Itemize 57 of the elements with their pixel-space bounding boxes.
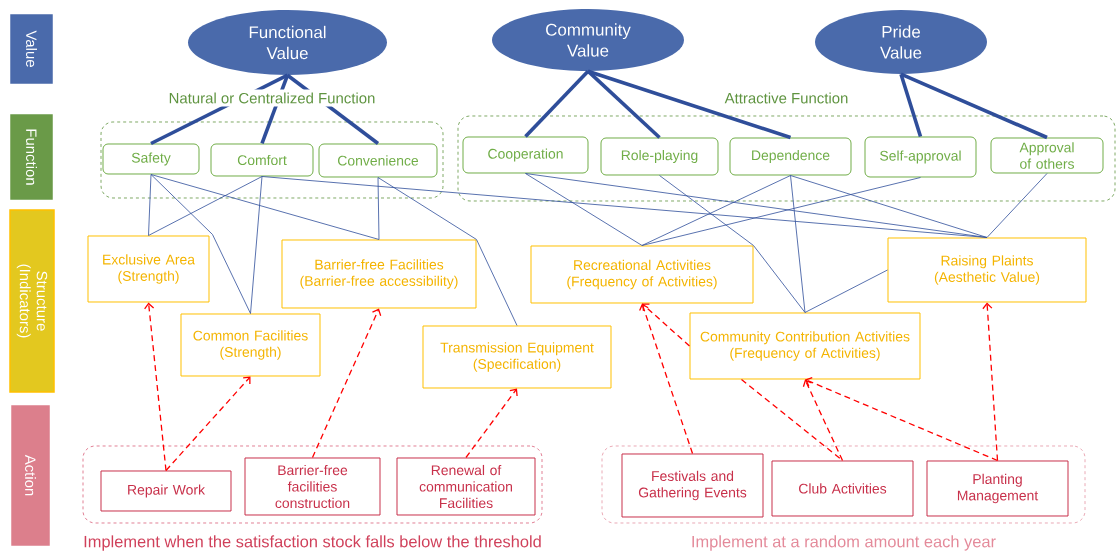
dashed-arrow bbox=[144, 302, 167, 472]
connector-line bbox=[150, 174, 251, 314]
dashed-arrow bbox=[165, 376, 251, 472]
connector-line bbox=[150, 174, 380, 240]
indicator-box: Recreational Activities (Frequency of Activities) bbox=[530, 245, 754, 304]
function-box: Convenience bbox=[318, 143, 438, 178]
dashed-arrow bbox=[311, 308, 382, 459]
action-box: Barrier-free facilities construction bbox=[244, 457, 381, 516]
indicator-box: Barrier-free Facilities (Barrier-free accessibility) bbox=[281, 239, 477, 309]
row-label: Action bbox=[11, 405, 50, 546]
function-box: Cooperation bbox=[462, 136, 589, 174]
connector-line bbox=[790, 175, 988, 238]
indicator-box: Raising Plaints (Aesthetic Value) bbox=[887, 237, 1087, 303]
dashed-arrow bbox=[805, 377, 999, 462]
function-box: Role-playing bbox=[600, 137, 719, 176]
function-box: Approval of others bbox=[990, 137, 1104, 174]
indicator-box: Exclusive Area (Strength) bbox=[87, 235, 210, 303]
connector-line bbox=[524, 69, 590, 138]
note-text: Implement when the satisfaction stock falls below the threshold bbox=[84, 535, 541, 551]
function-box: Comfort bbox=[210, 143, 314, 177]
action-box: Renewal of communication Facilities bbox=[396, 457, 536, 516]
dashed-arrow bbox=[465, 388, 518, 459]
note-text: Implement at a random amount each year bbox=[692, 535, 996, 551]
action-box: Club Activities bbox=[771, 460, 914, 517]
dashed-arrow bbox=[982, 302, 999, 462]
action-box: Repair Work bbox=[100, 470, 232, 512]
connector-line bbox=[899, 73, 923, 138]
connector-line bbox=[377, 177, 518, 326]
connector-line bbox=[377, 177, 380, 240]
row-label: Value bbox=[10, 14, 53, 84]
connector-line bbox=[250, 176, 263, 314]
indicator-box: Community Contribution Activities (Frequency of Activities) bbox=[689, 312, 921, 380]
indicator-box: Transmission Equipment (Specification) bbox=[422, 325, 612, 389]
row-label: Function bbox=[10, 114, 53, 200]
connector-line bbox=[790, 175, 806, 313]
row-label: Structure (Indicators) bbox=[9, 209, 55, 393]
connector-line bbox=[641, 177, 921, 246]
connector-line bbox=[659, 175, 806, 313]
indicator-box: Common Facilities (Strength) bbox=[180, 313, 321, 377]
connector-line bbox=[804, 269, 888, 313]
action-box: Planting Management bbox=[926, 460, 1069, 517]
connector-line bbox=[525, 173, 988, 238]
function-box: Dependence bbox=[729, 137, 852, 176]
group-heading: Natural or Centralized Function bbox=[165, 89, 379, 107]
connector-line bbox=[525, 173, 643, 246]
connector-line bbox=[148, 176, 263, 236]
dashed-arrow bbox=[639, 303, 694, 455]
dashed-group-frame bbox=[100, 121, 444, 199]
dashed-arrow bbox=[642, 303, 691, 347]
function-box: Safety bbox=[102, 143, 200, 175]
action-box: Festivals and Gathering Events bbox=[621, 453, 764, 518]
group-heading: Attractive Function bbox=[721, 89, 852, 107]
connector-line bbox=[148, 174, 152, 236]
function-box: Self-approval bbox=[864, 136, 977, 178]
dashed-group-frame bbox=[457, 115, 1116, 202]
connector-line bbox=[986, 173, 1048, 238]
dashed-arrow bbox=[802, 379, 844, 462]
